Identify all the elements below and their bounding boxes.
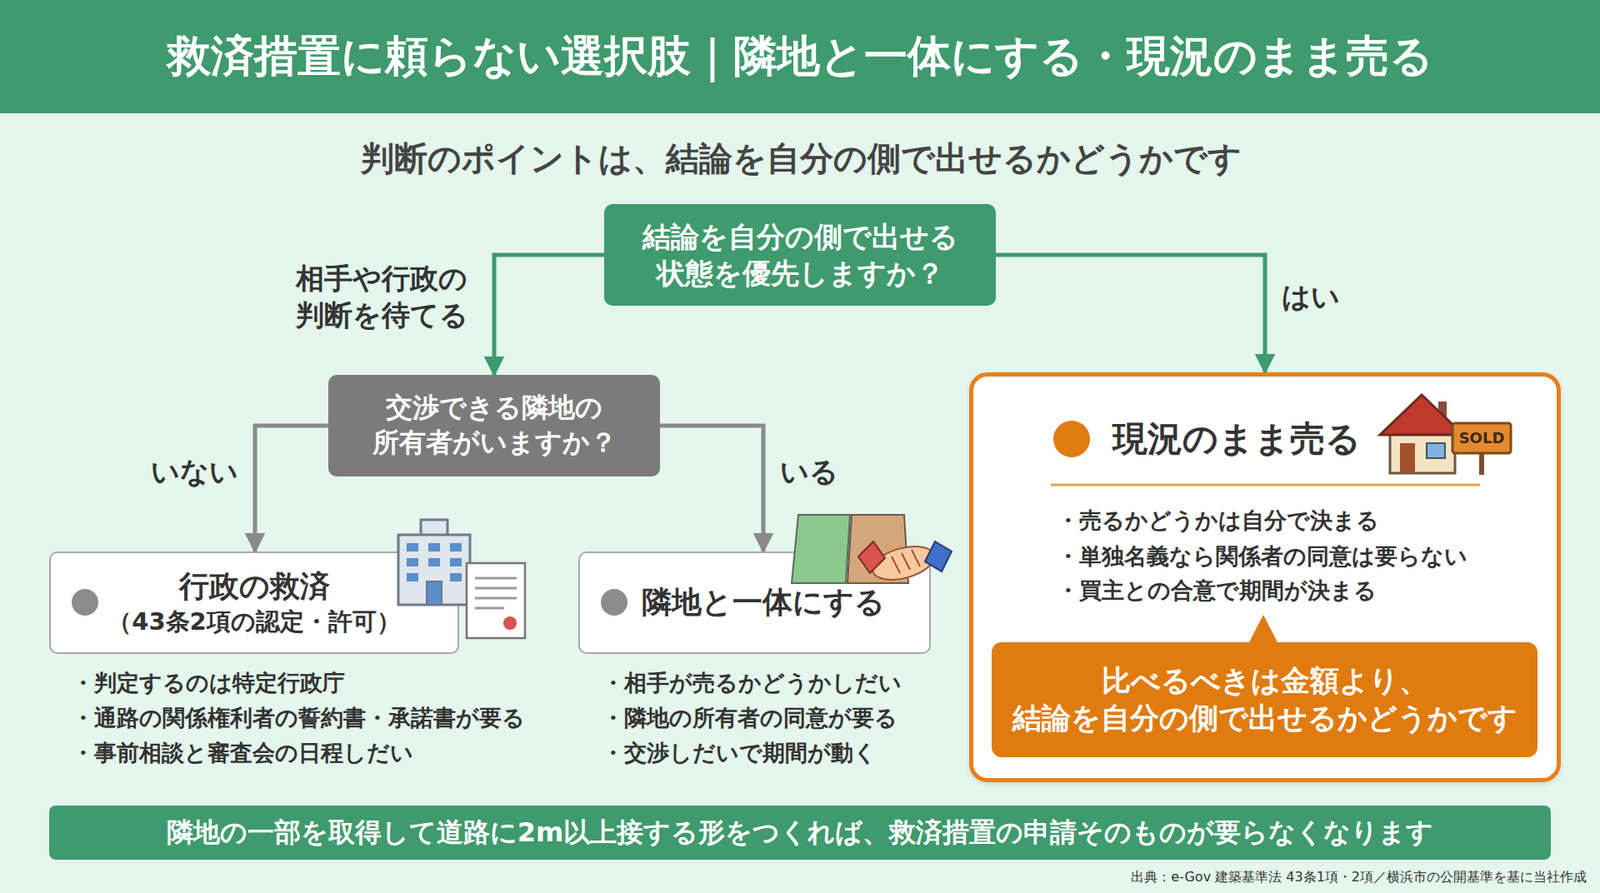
edge-label: いない bbox=[150, 453, 239, 490]
note-band: 隣地の一部を取得して道路に2m以上接する形をつくれば、救済措置の申請そのものが要… bbox=[49, 805, 1551, 860]
handshake-icon-part bbox=[925, 541, 952, 572]
flow-arrow bbox=[660, 425, 764, 552]
callout-box: 比べるべきは金額より、 結論を自分の側で出せるかどうかです bbox=[991, 642, 1538, 758]
building-icon-part bbox=[450, 543, 462, 552]
handshake-icon-part bbox=[858, 541, 885, 574]
title-band: 救済措置に頼らない選択肢｜隣地と一体にする・現況のまま売る bbox=[0, 0, 1600, 114]
bullet-dot bbox=[600, 589, 628, 616]
handshake-icon-part bbox=[891, 556, 900, 574]
decision-text: 結論を自分の側で出せる 状態を優先しますか？ bbox=[620, 218, 980, 292]
document-icon-part bbox=[475, 607, 505, 610]
bullet-item: ・単独名義なら関係者の同意は要らない bbox=[1056, 541, 1468, 571]
option-heading: 行政の救済 bbox=[179, 567, 330, 607]
building-icon-part bbox=[406, 558, 419, 567]
handshake-icon-part bbox=[911, 550, 920, 567]
decision-text: 交渉できる隣地の 所有者がいますか？ bbox=[345, 390, 644, 460]
flow-arrow bbox=[494, 255, 605, 375]
option-heading: 現況のまま売る bbox=[1112, 416, 1361, 463]
document-icon-part bbox=[475, 577, 517, 580]
bullet-item: ・通路の関係権利者の誓約書・承諾書が要る bbox=[71, 703, 525, 733]
callout-text: 比べるべきは金額より、 結論を自分の側で出せるかどうかです bbox=[1006, 662, 1523, 739]
handshake-icon-part bbox=[847, 515, 909, 584]
edge-label: はい bbox=[1281, 278, 1340, 315]
option-box: 隣地と一体にする bbox=[578, 551, 931, 655]
bullet-item: ・隣地の所有者の同意が要る bbox=[601, 703, 898, 733]
building-icon-part bbox=[428, 558, 440, 567]
document-icon-part bbox=[475, 597, 517, 600]
bullet-item: ・判定するのは特定行政庁 bbox=[71, 668, 345, 698]
document-icon-part bbox=[503, 616, 517, 630]
house-icon-part bbox=[1426, 443, 1445, 459]
heading-underline bbox=[1050, 484, 1480, 487]
decision-box: 交渉できる隣地の 所有者がいますか？ bbox=[328, 375, 660, 477]
sold-sign bbox=[1452, 423, 1511, 475]
sold-sign-part bbox=[1452, 423, 1511, 454]
bullet-dot bbox=[71, 589, 99, 616]
house-icon-part bbox=[1390, 431, 1455, 474]
building-icon-part bbox=[450, 558, 462, 567]
callout-pointer bbox=[1248, 615, 1279, 645]
handshake-icon bbox=[791, 515, 952, 586]
bullet-dot bbox=[1053, 420, 1090, 458]
note-text: 隣地の一部を取得して道路に2m以上接する形をつくれば、救済措置の申請そのものが要… bbox=[166, 815, 1435, 851]
sold-sign-part bbox=[1479, 451, 1485, 475]
building-icon-part bbox=[398, 535, 470, 605]
building-icon bbox=[398, 520, 470, 605]
flow-arrow bbox=[255, 425, 329, 552]
bullet-item: ・交渉しだいで期間が動く bbox=[601, 738, 877, 768]
house-icon-part bbox=[1438, 401, 1447, 420]
flow-arrow bbox=[995, 255, 1265, 373]
option-heading: 隣地と一体にする bbox=[641, 583, 885, 623]
source-note: 出典：e-Gov 建築基準法 43条1項・2項／横浜市の公開基準を基に当社作成 bbox=[1130, 869, 1587, 887]
decision-box: 結論を自分の側で出せる 状態を優先しますか？ bbox=[604, 204, 996, 306]
handshake-icon-part bbox=[901, 553, 910, 570]
option-box: 行政の救済（43条2項の認定・許可） bbox=[49, 551, 460, 655]
document-icon-part bbox=[466, 563, 525, 639]
building-icon-part bbox=[426, 581, 442, 605]
edge-label: いる bbox=[780, 453, 839, 490]
building-icon-part bbox=[420, 520, 448, 537]
building-icon-part bbox=[406, 573, 419, 582]
edge-label: 相手や行政の 判断を待てる bbox=[295, 260, 496, 334]
house-icon bbox=[1380, 395, 1464, 474]
document-icon bbox=[466, 563, 525, 639]
highlight-box: 比べるべきは金額より、 結論を自分の側で出せるかどうかです 現況のまま売る・売るか… bbox=[969, 372, 1561, 783]
handshake-icon-part bbox=[869, 540, 939, 586]
building-icon-part bbox=[406, 543, 419, 552]
bullet-item: ・相手が売るかどうかしだい bbox=[601, 668, 902, 698]
handshake-icon-part bbox=[791, 515, 850, 584]
bullet-item: ・買主との合意で期間が決まる bbox=[1056, 575, 1377, 605]
building-icon-part bbox=[428, 543, 440, 552]
option-subheading: （43条2項の認定・許可） bbox=[107, 606, 401, 639]
house-icon-part bbox=[1380, 395, 1464, 435]
house-icon-part bbox=[1400, 443, 1415, 474]
document-icon-part bbox=[475, 587, 517, 590]
bullet-item: ・事前相談と審査会の日程しだい bbox=[71, 738, 414, 768]
subtitle: 判断のポイントは、結論を自分の側で出せるかどうかです bbox=[360, 136, 1242, 180]
building-icon-part bbox=[450, 573, 462, 582]
bullet-item: ・売るかどうかは自分で決まる bbox=[1056, 505, 1380, 535]
